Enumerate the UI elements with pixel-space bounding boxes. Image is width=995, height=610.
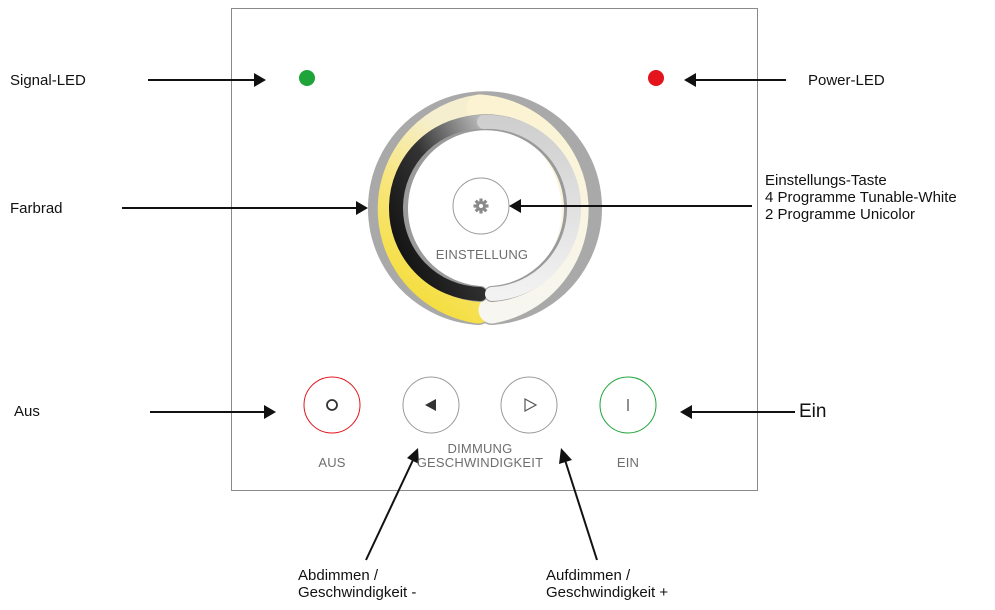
triangle-right-icon: [524, 397, 538, 413]
signal-led: [299, 70, 315, 86]
on-button[interactable]: [599, 376, 657, 434]
callout-ein: Ein: [799, 401, 827, 422]
gear-icon: [473, 198, 489, 214]
dimming-label: DIMMUNG GESCHWINDIGKEIT: [410, 442, 550, 470]
callout-aufdimmen-line1: Aufdimmen /: [546, 567, 631, 584]
callout-abdimmen: Abdimmen / Geschwindigkeit -: [298, 567, 416, 601]
callout-farbrad: Farbrad: [10, 200, 63, 217]
triangle-left-icon: [425, 399, 436, 411]
arrow-icon: [365, 448, 419, 561]
arrow-icon: [684, 73, 786, 87]
callout-einstellung-line3: 2 Programme Unicolor: [765, 206, 916, 223]
circle-icon: [326, 399, 338, 411]
arrow-icon: [148, 73, 266, 87]
off-button[interactable]: [303, 376, 361, 434]
settings-button[interactable]: [452, 177, 510, 235]
dim-down-button[interactable]: [402, 376, 460, 434]
callout-aufdimmen: Aufdimmen / Geschwindigkeit +: [546, 567, 668, 601]
settings-label: EINSTELLUNG: [435, 247, 529, 262]
callout-abdimmen-line1: Abdimmen /: [298, 567, 379, 584]
callout-aus: Aus: [14, 403, 40, 420]
dim-up-button[interactable]: [500, 376, 558, 434]
callout-einstellung: Einstellungs-Taste 4 Programme Tunable-W…: [765, 172, 957, 223]
callout-power-led: Power-LED: [808, 72, 885, 89]
arrow-icon: [122, 201, 368, 215]
arrow-icon: [509, 199, 752, 213]
callout-aufdimmen-line2: Geschwindigkeit +: [546, 584, 669, 601]
dimming-label-line1: DIMMUNG: [447, 441, 513, 456]
callout-einstellung-line1: Einstellungs-Taste: [765, 172, 887, 189]
power-led: [648, 70, 664, 86]
callout-signal-led: Signal-LED: [10, 72, 86, 89]
arrow-icon: [559, 448, 598, 561]
callout-einstellung-line2: 4 Programme Tunable-White: [765, 189, 957, 206]
on-label: EIN: [616, 455, 640, 470]
dimming-label-line2: GESCHWINDIGKEIT: [416, 455, 544, 470]
off-label: AUS: [318, 455, 346, 470]
arrow-icon: [150, 405, 276, 419]
color-wheel[interactable]: [368, 91, 602, 325]
callout-abdimmen-line2: Geschwindigkeit -: [298, 584, 417, 601]
arrow-icon: [680, 405, 795, 419]
